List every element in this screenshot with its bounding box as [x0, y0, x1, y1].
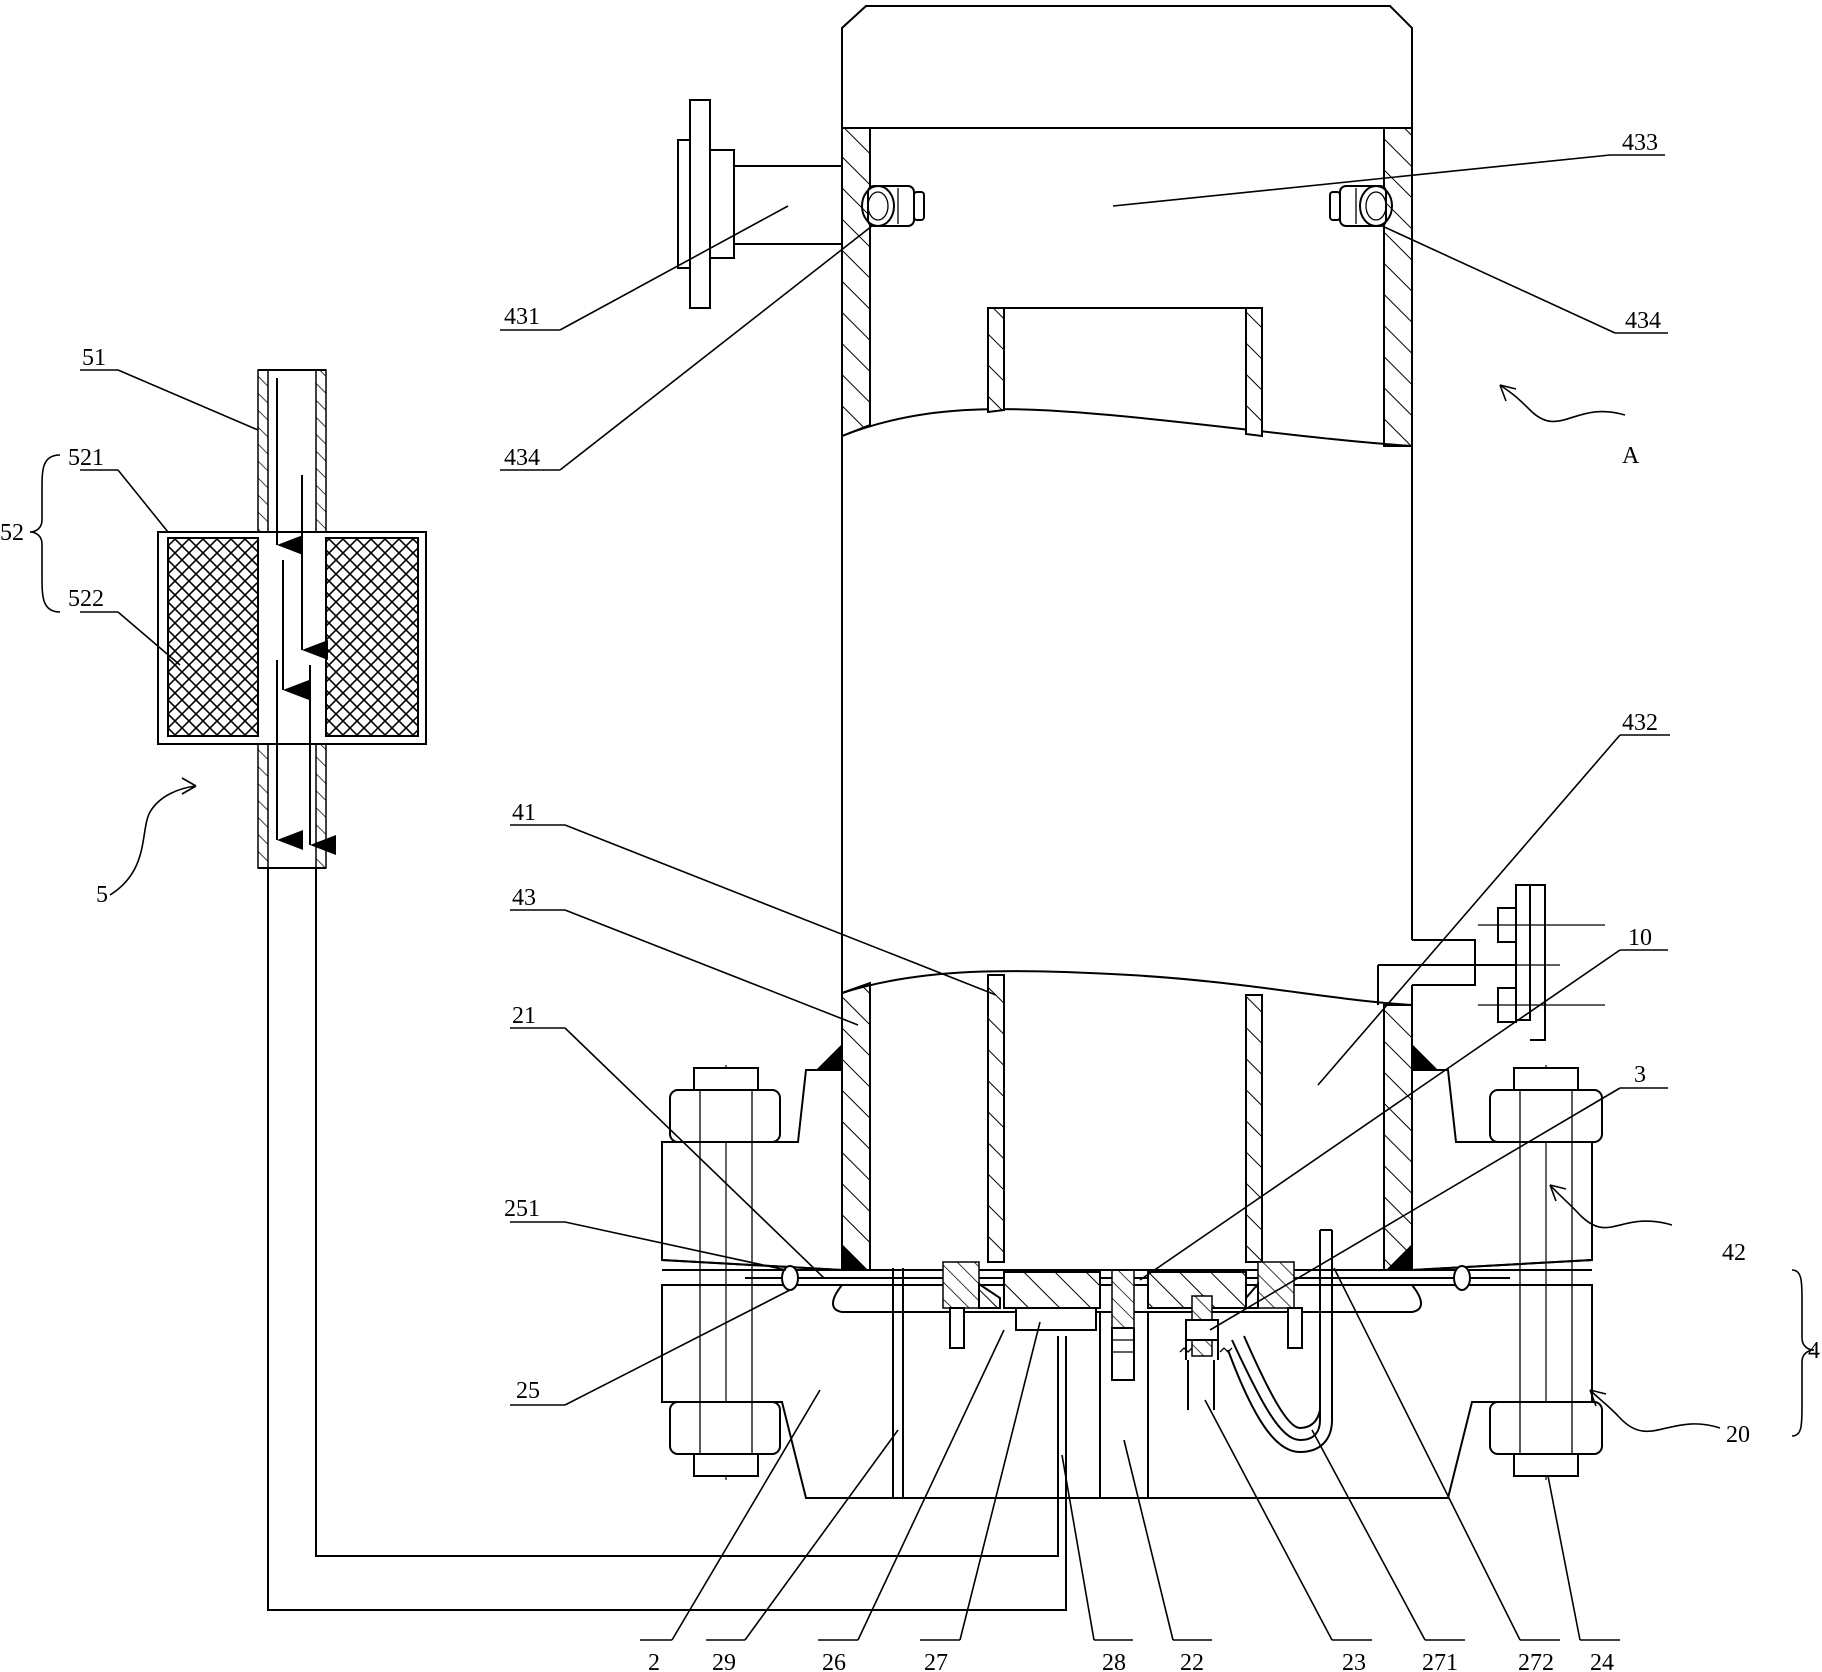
- label-5: 5: [96, 882, 108, 908]
- label-432: 432: [1622, 710, 1658, 736]
- nozzle-434-left: [861, 185, 925, 227]
- inner-tube-41: [987, 307, 1263, 1263]
- label-522: 522: [68, 586, 104, 612]
- magnet-housing-521: [157, 531, 427, 745]
- bolt-left: [669, 1065, 781, 1480]
- label-271: 271: [1422, 1650, 1458, 1672]
- outlet-pipe-431: [677, 99, 843, 309]
- label-28: 28: [1102, 1650, 1126, 1672]
- label-26: 26: [822, 1650, 846, 1672]
- label-251: 251: [504, 1196, 540, 1222]
- label-51: 51: [82, 345, 106, 371]
- label-29: 29: [712, 1650, 736, 1672]
- vessel-outer-shell: [841, 127, 1413, 1271]
- label-4: 4: [1808, 1338, 1820, 1364]
- label-3: 3: [1634, 1062, 1646, 1088]
- label-272: 272: [1518, 1650, 1554, 1672]
- label-433: 433: [1622, 130, 1658, 156]
- label-41: 41: [512, 800, 536, 826]
- upper-flange-42: [661, 1069, 1593, 1272]
- bolt-right: [1489, 1065, 1603, 1480]
- label-25: 25: [516, 1378, 540, 1404]
- label-431: 431: [504, 304, 540, 330]
- vessel-head: [841, 5, 1413, 129]
- label-521: 521: [68, 445, 104, 471]
- label-22: 22: [1180, 1650, 1204, 1672]
- label-10: 10: [1628, 925, 1652, 951]
- nozzle-434-right: [1329, 185, 1393, 227]
- side-bracket: [1377, 884, 1605, 1041]
- label-434-right: 434: [1625, 308, 1661, 334]
- label-434-left: 434: [504, 445, 540, 471]
- weld-fillets: [816, 1044, 1438, 1270]
- label-20: 20: [1726, 1422, 1750, 1448]
- flow-arrows: [276, 378, 336, 855]
- label-23: 23: [1342, 1650, 1366, 1672]
- u-tube-271: [1227, 1229, 1333, 1454]
- label-A: A: [1622, 443, 1640, 469]
- label-21: 21: [512, 1003, 536, 1029]
- label-43: 43: [512, 885, 536, 911]
- valve-23: [1179, 1295, 1233, 1410]
- label-24: 24: [1590, 1650, 1614, 1672]
- leader-lines: [29, 154, 1815, 1641]
- label-52: 52: [0, 520, 24, 546]
- label-27: 27: [924, 1650, 948, 1672]
- label-2: 2: [648, 1650, 660, 1672]
- label-text: 433 431 434 434 A 51 521 52 522 5 432 41…: [0, 130, 1820, 1672]
- return-pipe-28: [267, 868, 1067, 1611]
- base-channels: [892, 1268, 1149, 1498]
- break-lines: [841, 408, 1413, 1006]
- label-42: 42: [1722, 1240, 1746, 1266]
